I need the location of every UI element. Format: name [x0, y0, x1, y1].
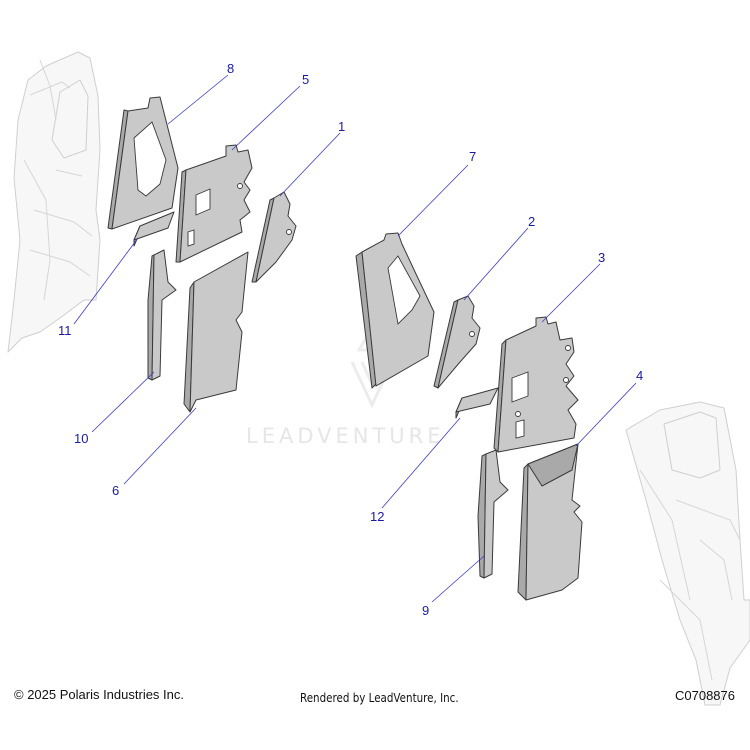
right-side-small-panel-lower [433, 295, 481, 389]
leader-line-8 [167, 74, 229, 125]
leader-line-3 [541, 263, 601, 323]
lower-panel-left [183, 251, 249, 413]
leadventure-watermark: LEADVENTURE [246, 325, 445, 448]
large-panel-left [175, 144, 253, 263]
leader-line-7 [397, 164, 469, 237]
ghost-vehicle-frame-right [625, 401, 750, 706]
door-panel-right [355, 232, 435, 389]
callout-8: 8 [227, 61, 234, 76]
callout-7: 7 [469, 149, 476, 164]
callout-5: 5 [302, 72, 309, 87]
callout-11: 11 [58, 323, 72, 338]
callout-3: 3 [598, 250, 605, 265]
ghost-vehicle-frame-left [7, 51, 101, 353]
leader-line-1 [279, 132, 341, 197]
rendered-by-notice: Rendered by LeadVenture, Inc. [300, 691, 459, 705]
leader-line-12 [381, 417, 461, 509]
callout-4: 4 [636, 368, 643, 383]
right-side-small-panel-upper [251, 191, 297, 283]
watermark-text: LEADVENTURE [246, 424, 445, 448]
callout-12: 12 [370, 509, 384, 524]
callout-6: 6 [112, 483, 119, 498]
callout-9: 9 [422, 603, 429, 618]
drawing-number: C0708876 [675, 688, 735, 703]
large-panel-right [493, 316, 579, 453]
leader-line-5 [231, 85, 301, 151]
leader-lines [73, 74, 637, 603]
leader-line-4 [575, 382, 637, 447]
leader-line-2 [463, 227, 529, 301]
lower-panel-right [517, 443, 583, 601]
narrow-strip-right [477, 449, 509, 579]
door-panel-left [107, 96, 179, 230]
callout-10: 10 [74, 431, 88, 446]
leader-line-11 [73, 237, 139, 325]
callout-1: 1 [338, 119, 345, 134]
leader-line-9 [431, 555, 485, 603]
narrow-strip-left [147, 249, 177, 381]
leader-line-6 [123, 407, 197, 485]
small-pad-right [455, 387, 499, 419]
callout-labels: 8 5 1 11 10 6 7 2 3 4 12 9 [58, 61, 643, 618]
leader-line-10 [91, 371, 155, 433]
callout-2: 2 [528, 214, 535, 229]
copyright-notice: © 2025 Polaris Industries Inc. [14, 687, 184, 702]
